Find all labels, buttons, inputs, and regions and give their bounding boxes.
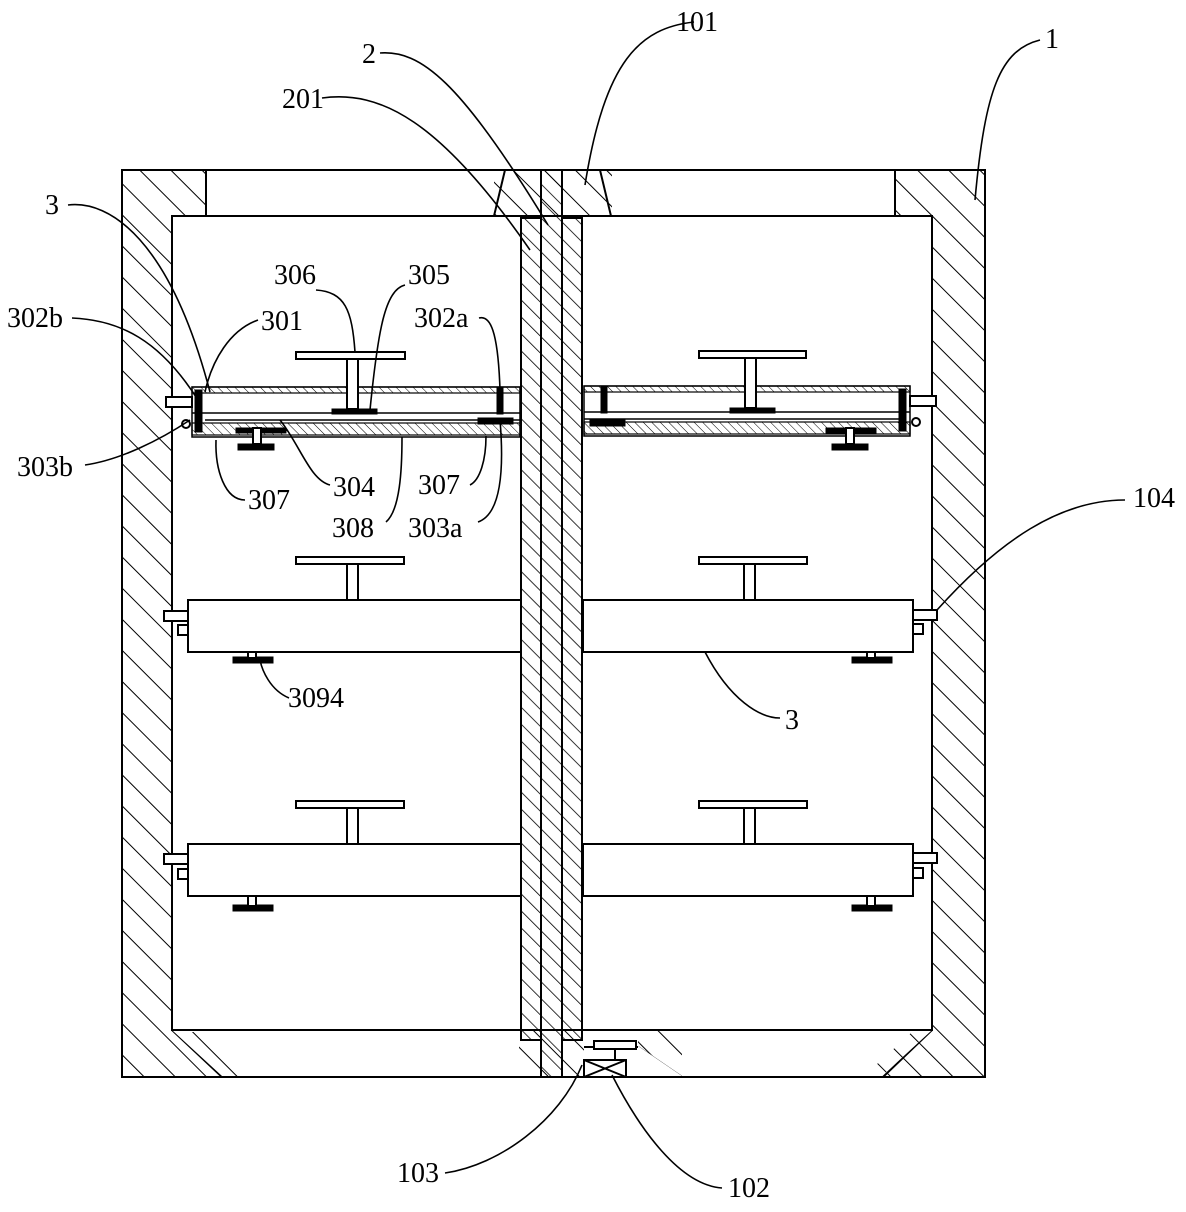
sleeve-right bbox=[561, 217, 583, 1041]
label-102: 102 bbox=[728, 1173, 770, 1204]
sleeve-left bbox=[520, 217, 542, 1041]
label-302a: 302a bbox=[414, 303, 469, 334]
label-306: 306 bbox=[274, 260, 316, 291]
upper-tray-left bbox=[165, 351, 521, 451]
label-1: 1 bbox=[1045, 24, 1059, 55]
label-303b: 303b bbox=[17, 452, 73, 483]
middle-tray-right bbox=[582, 556, 938, 664]
label-3094: 3094 bbox=[288, 683, 344, 714]
label-308: 308 bbox=[332, 513, 374, 544]
label-303a: 303a bbox=[408, 513, 463, 544]
top-opening bbox=[206, 171, 494, 215]
label-305: 305 bbox=[408, 260, 450, 291]
label-3-middle: 3 bbox=[785, 705, 799, 736]
middle-tray-left bbox=[163, 556, 522, 664]
central-shaft bbox=[520, 169, 583, 1078]
upper-tray-right bbox=[583, 350, 937, 451]
label-3-top: 3 bbox=[45, 190, 59, 221]
label-104: 104 bbox=[1133, 483, 1175, 514]
outlet-valve bbox=[583, 1040, 637, 1078]
label-307-right: 307 bbox=[418, 470, 460, 501]
label-304: 304 bbox=[333, 472, 375, 503]
top-opening-right bbox=[612, 171, 895, 215]
label-101: 101 bbox=[676, 7, 718, 38]
leader-lines bbox=[67, 21, 1126, 1189]
label-201: 201 bbox=[282, 84, 324, 115]
label-103: 103 bbox=[397, 1158, 439, 1189]
lower-tray-left bbox=[163, 800, 522, 912]
shaft bbox=[540, 169, 563, 1078]
label-307-left: 307 bbox=[248, 485, 290, 516]
lower-tray-right bbox=[582, 800, 938, 912]
label-302b: 302b bbox=[7, 303, 63, 334]
reference-labels: 1 2 101 201 3 306 305 302b 301 302a 303b… bbox=[7, 7, 1175, 1204]
label-301: 301 bbox=[261, 306, 303, 337]
label-2: 2 bbox=[362, 39, 376, 70]
